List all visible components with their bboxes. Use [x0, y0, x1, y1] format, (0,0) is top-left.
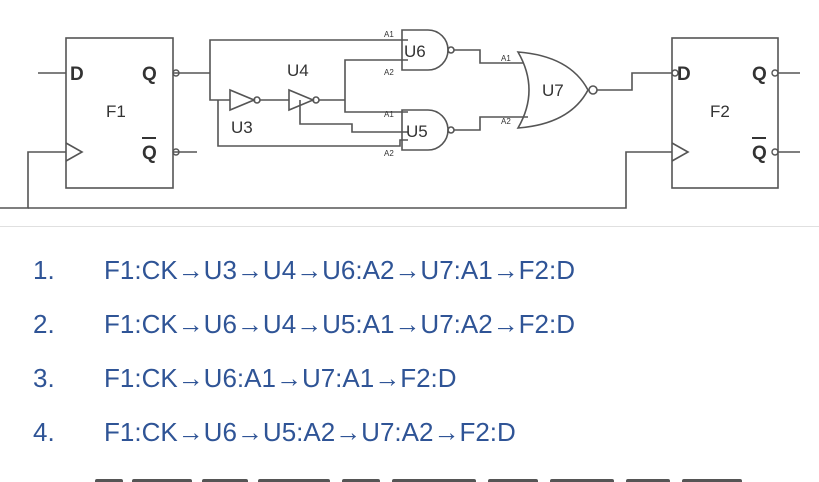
- u5-a1-pin: A1: [384, 110, 394, 119]
- f2-d-pin: D: [677, 64, 691, 85]
- divider: [0, 226, 819, 227]
- f2-box: [671, 37, 779, 189]
- path-number: 2.: [33, 309, 55, 339]
- circuit-diagram: D Q Q F1 D Q Q F2 U3 U4 U6 U5 U7 A1 A2 A…: [0, 29, 800, 209]
- u5-a2-pin: A2: [384, 149, 394, 158]
- u6-a2-pin: A2: [384, 68, 394, 77]
- path-number: 4.: [33, 417, 55, 447]
- u7-gate: [516, 51, 589, 129]
- u4-gate: [288, 88, 316, 112]
- list-item: 2. F1:CK→U6→U4→U5:A1→U7:A2→F2:D: [0, 297, 819, 351]
- u7-a2-pin: A2: [501, 117, 511, 126]
- f1-label: F1: [106, 102, 126, 121]
- path-text: F1:CK→U6→U4→U5:A1→U7:A2→F2:D: [104, 309, 576, 339]
- f1-box: [65, 37, 174, 189]
- u6-label: U6: [404, 42, 426, 61]
- f1-qbar-pin: Q: [142, 143, 157, 164]
- f2-q-pin: Q: [752, 64, 767, 85]
- u7-label: U7: [542, 81, 564, 100]
- f2-qbar-pin: Q: [752, 143, 767, 164]
- list-item: 1. F1:CK→U3→U4→U6:A2→U7:A1→F2:D: [0, 243, 819, 297]
- u7-a1-pin: A1: [501, 54, 511, 63]
- path-text: F1:CK→U6→U5:A2→U7:A2→F2:D: [104, 417, 516, 447]
- cropped-text-remnant: [0, 472, 819, 482]
- list-item: 3. F1:CK→U6:A1→U7:A1→F2:D: [0, 351, 819, 405]
- path-list: 1. F1:CK→U3→U4→U6:A2→U7:A1→F2:D 2. F1:CK…: [0, 243, 819, 459]
- u4-label: U4: [287, 61, 309, 80]
- f1-q-pin: Q: [142, 64, 157, 85]
- f2-label: F2: [710, 102, 730, 121]
- u5-label: U5: [406, 122, 428, 141]
- u3-gate: [229, 88, 257, 112]
- f1-d-pin: D: [70, 64, 84, 85]
- path-text: F1:CK→U6:A1→U7:A1→F2:D: [104, 363, 457, 393]
- path-number: 1.: [33, 255, 55, 285]
- path-text: F1:CK→U3→U4→U6:A2→U7:A1→F2:D: [104, 255, 576, 285]
- path-number: 3.: [33, 363, 55, 393]
- u6-a1-pin: A1: [384, 30, 394, 39]
- list-item: 4. F1:CK→U6→U5:A2→U7:A2→F2:D: [0, 405, 819, 459]
- u3-label: U3: [231, 118, 253, 137]
